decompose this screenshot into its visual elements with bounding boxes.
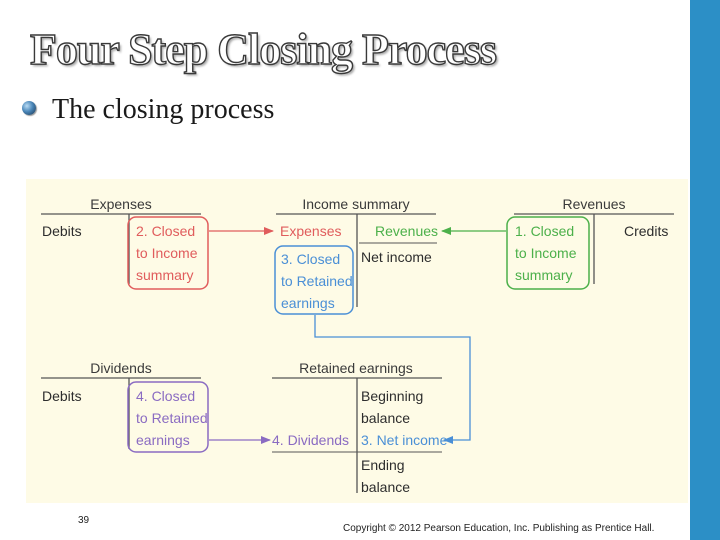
ending-balance-line2: balance bbox=[361, 479, 410, 495]
income-summary-expenses: Expenses bbox=[280, 223, 341, 239]
revenues-t-account: Revenues Credits 1. Closed to Income sum… bbox=[506, 196, 674, 290]
step2-closed-box bbox=[127, 216, 209, 290]
income-summary-t-account: Income summary Expenses Revenues Net inc… bbox=[274, 196, 438, 315]
retained-earnings-title: Retained earnings bbox=[299, 360, 413, 376]
bullet-icon bbox=[22, 101, 36, 115]
expenses-debits-label: Debits bbox=[42, 223, 82, 239]
dividends-t-account: Dividends Debits 4. Closed to Retained e… bbox=[41, 360, 209, 453]
accent-bar bbox=[690, 0, 720, 540]
ending-balance-line1: Ending bbox=[361, 457, 405, 473]
bullet-text: The closing process bbox=[52, 94, 275, 125]
dividends-title: Dividends bbox=[90, 360, 151, 376]
step4-closed-box bbox=[127, 381, 209, 453]
retained-earnings-t-account: Retained earnings Beginning balance 4. D… bbox=[272, 360, 448, 495]
income-summary-title: Income summary bbox=[302, 196, 409, 212]
retained-earnings-net-income: 3. Net income bbox=[361, 432, 448, 448]
step2-line3: summary bbox=[136, 267, 194, 283]
slide-number: 39 bbox=[78, 515, 90, 526]
step4-line2: to Retained bbox=[136, 410, 208, 426]
revenues-title: Revenues bbox=[562, 196, 625, 212]
step1-line1: 1. Closed bbox=[515, 223, 574, 239]
income-summary-net-income: Net income bbox=[361, 249, 432, 265]
revenues-credits-label: Credits bbox=[624, 223, 668, 239]
dividends-debits-label: Debits bbox=[42, 388, 82, 404]
step3-line2: to Retained bbox=[281, 273, 353, 289]
copyright-notice: Copyright © 2012 Pearson Education, Inc.… bbox=[343, 523, 655, 534]
step2-line2: to Income bbox=[136, 245, 198, 261]
step2-line1: 2. Closed bbox=[136, 223, 195, 239]
step4-line1: 4. Closed bbox=[136, 388, 195, 404]
beginning-balance-line2: balance bbox=[361, 410, 410, 426]
retained-earnings-dividends: 4. Dividends bbox=[272, 432, 349, 448]
step3-arrow bbox=[314, 315, 471, 444]
step3-closed-box bbox=[274, 245, 354, 315]
closing-process-diagram: Expenses Debits 2. Closed to Income summ… bbox=[26, 179, 688, 503]
step4-line3: earnings bbox=[136, 432, 190, 448]
step1-line3: summary bbox=[515, 267, 573, 283]
step3-line3: earnings bbox=[281, 295, 335, 311]
slide-title: Four Step Closing Process bbox=[29, 24, 497, 74]
expenses-title: Expenses bbox=[90, 196, 151, 212]
beginning-balance-line1: Beginning bbox=[361, 388, 423, 404]
step3-line1: 3. Closed bbox=[281, 251, 340, 267]
step1-line2: to Income bbox=[515, 245, 577, 261]
step1-closed-box bbox=[506, 216, 590, 290]
income-summary-revenues: Revenues bbox=[375, 223, 438, 239]
diagram-svg: Expenses Debits 2. Closed to Income summ… bbox=[41, 196, 674, 495]
expenses-t-account: Expenses Debits 2. Closed to Income summ… bbox=[41, 196, 209, 290]
